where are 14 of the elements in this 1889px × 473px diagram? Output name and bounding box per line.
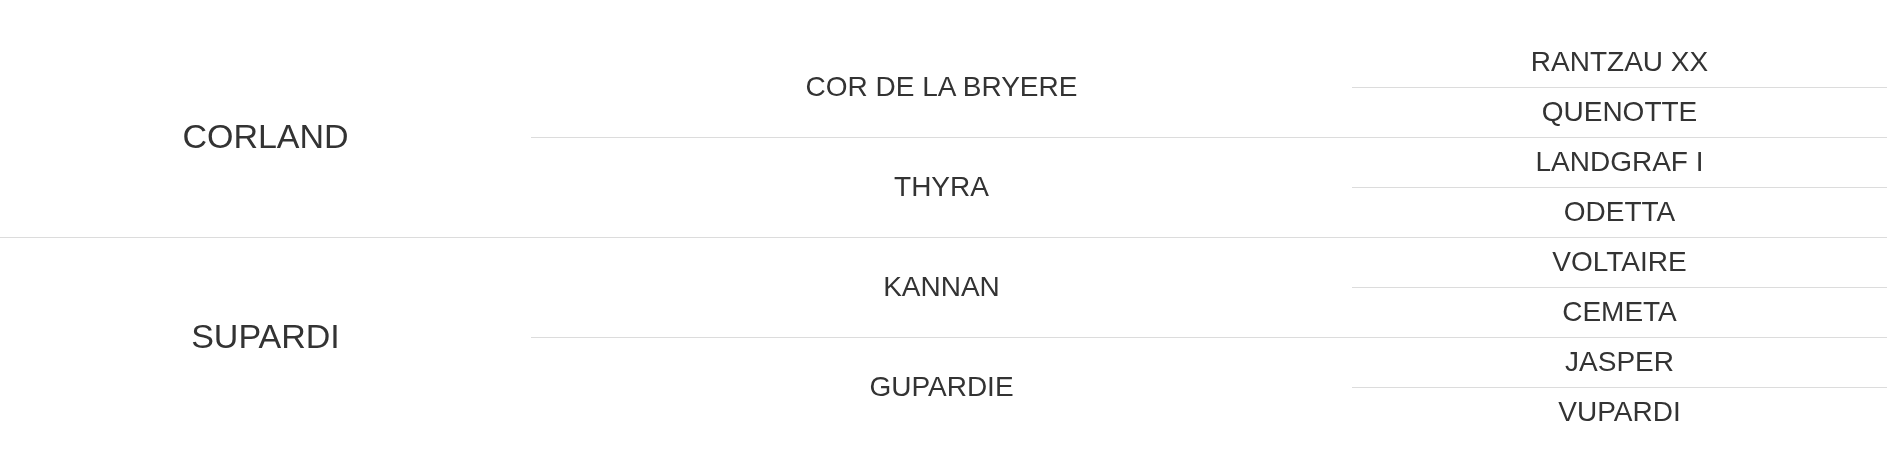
ancestor-name: THYRA [894,170,989,204]
ancestor-name: KANNAN [883,270,1000,304]
ancestor-name: VUPARDI [1558,395,1681,429]
ancestor-name: LANDGRAF I [1535,145,1704,179]
ancestor-name: CEMETA [1562,295,1677,329]
ancestor-name: GUPARDIE [869,370,1014,404]
ancestor-name: SUPARDI [191,317,340,357]
ancestor-name: VOLTAIRE [1552,245,1687,279]
ancestor-name: COR DE LA BRYERE [805,70,1078,104]
ancestor-name: CORLAND [182,117,349,157]
ancestor-name: QUENOTTE [1541,95,1698,129]
ancestor-name: JASPER [1565,345,1674,379]
ancestor-name: ODETTA [1563,195,1676,229]
ancestor-name: RANTZAU XX [1530,45,1709,79]
